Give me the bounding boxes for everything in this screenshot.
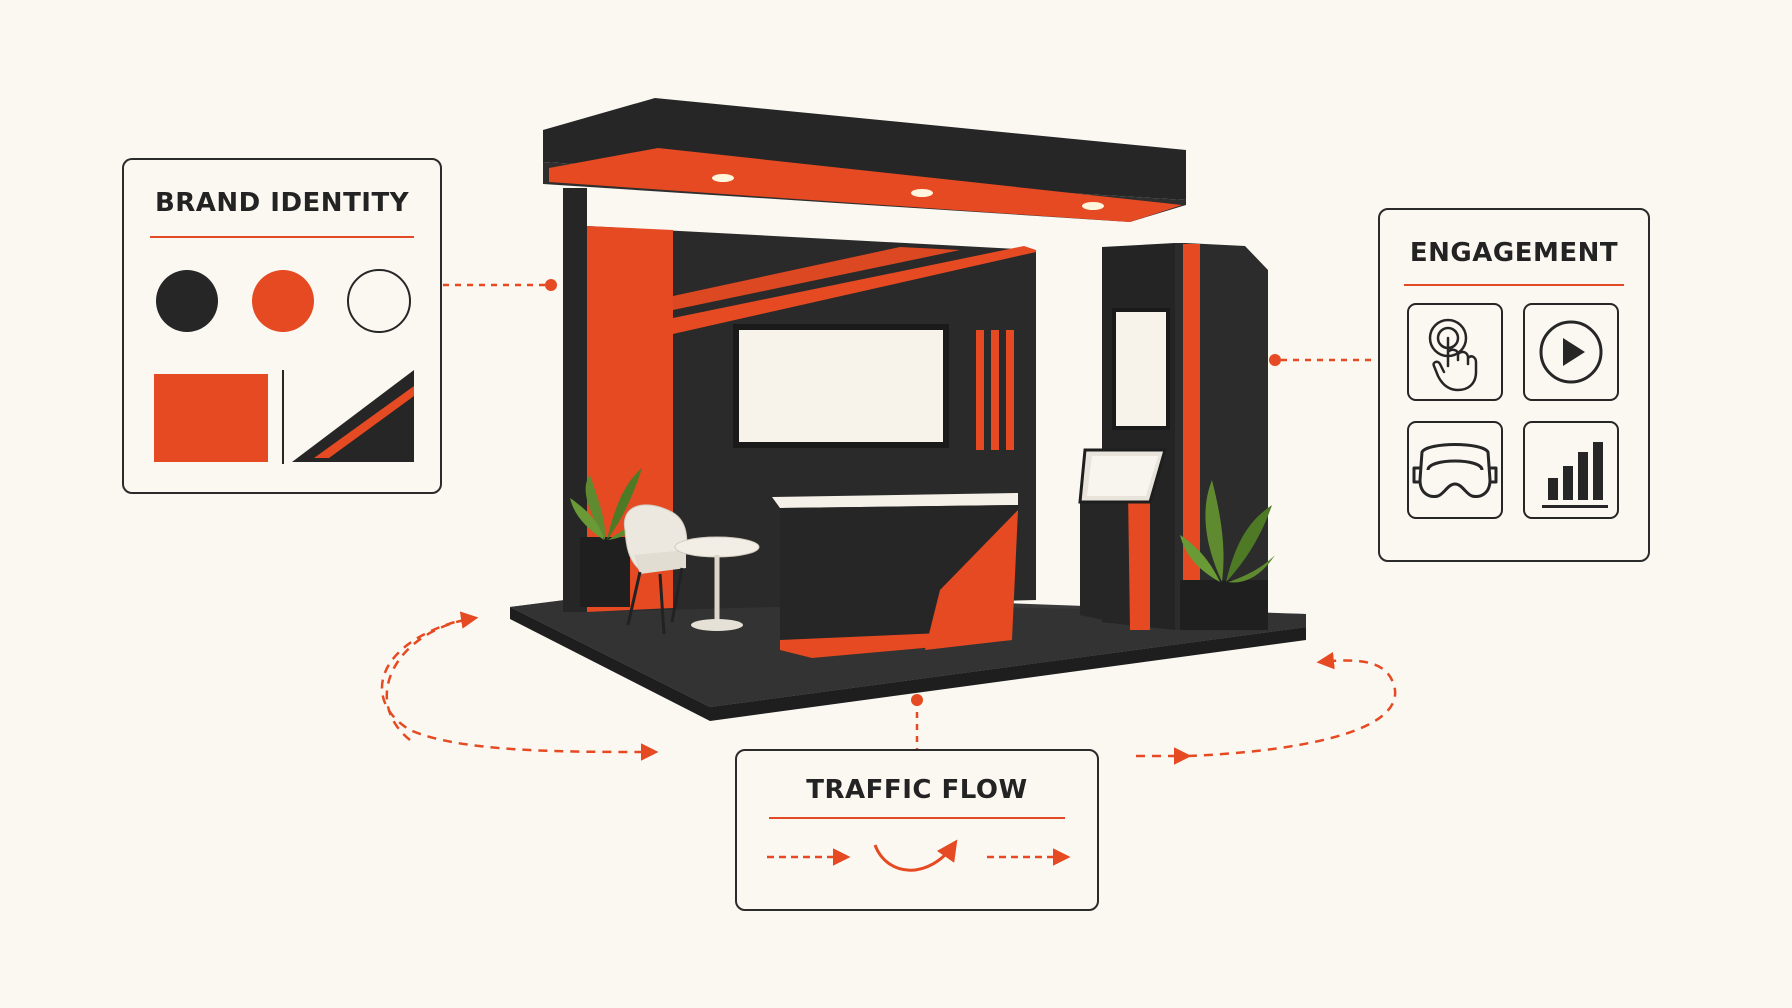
- swatch-black: [156, 270, 218, 332]
- diagonal-pattern: [292, 370, 414, 462]
- brand-identity-underline: [150, 236, 414, 238]
- booth-back-wall: [587, 226, 1036, 612]
- engagement-title: ENGAGEMENT: [1409, 238, 1619, 268]
- brand-identity-title: BRAND IDENTITY: [154, 188, 410, 218]
- traffic-flow-title: TRAFFIC FLOW: [806, 775, 1028, 805]
- engagement-card: ENGAGEMENT: [1378, 208, 1650, 562]
- vr-headset-icon: [1412, 443, 1498, 498]
- plant-right: [1180, 480, 1275, 630]
- flow-arrows: [380, 611, 1397, 765]
- connector-dot-brand: [545, 279, 557, 291]
- side-table: [674, 536, 760, 631]
- brand-identity-graphics: [154, 269, 414, 464]
- connector-lines: [443, 283, 1376, 752]
- booth-canopy: [543, 98, 1186, 222]
- swatch-orange: [252, 270, 314, 332]
- connector-dot-engagement: [1269, 354, 1281, 366]
- brand-identity-card: BRAND IDENTITY: [122, 158, 442, 494]
- play-icon: [1539, 320, 1603, 384]
- bar-chart-icon: [1542, 442, 1608, 508]
- lounge-chair: [623, 504, 688, 635]
- engagement-underline: [1404, 284, 1624, 286]
- traffic-flow-arrows: [767, 839, 1071, 872]
- engagement-icon-grid: [1407, 303, 1619, 519]
- orange-block: [154, 374, 268, 462]
- connector-dot-traffic: [911, 694, 923, 706]
- traffic-flow-underline: [769, 817, 1065, 819]
- touch-kiosk: [1078, 448, 1167, 630]
- reception-counter: [772, 493, 1018, 658]
- plant-left: [570, 468, 652, 607]
- traffic-flow-card: TRAFFIC FLOW: [735, 749, 1099, 911]
- swatch-cream: [347, 269, 411, 333]
- touch-hand-icon: [1428, 318, 1478, 392]
